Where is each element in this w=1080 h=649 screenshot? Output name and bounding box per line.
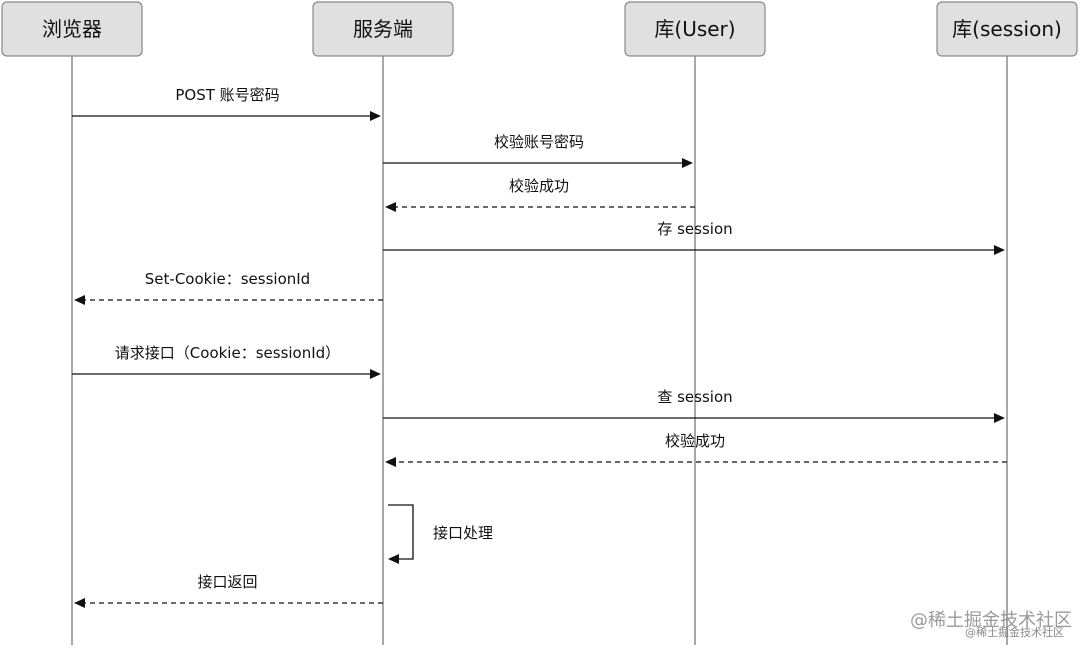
message-7: 查 session [383, 388, 1005, 423]
actor-label: 浏览器 [42, 17, 102, 41]
actor-session-db: 库(session) [936, 1, 1078, 57]
watermark: @稀土掘金技术社区 [910, 610, 1072, 631]
arrowhead [74, 598, 85, 608]
arrowhead [682, 158, 693, 168]
actor-browser: 浏览器 [1, 1, 143, 57]
message-label: 校验账号密码 [494, 133, 584, 151]
message-label: 接口返回 [197, 573, 257, 591]
arrowhead [370, 111, 381, 121]
message-1: POST 账号密码 [72, 86, 381, 121]
message-label: Set-Cookie：sessionId [145, 270, 310, 288]
self-call-line [388, 504, 414, 560]
arrowhead [385, 202, 396, 212]
message-4: 存 session [383, 220, 1005, 255]
actor-box [312, 1, 454, 57]
arrowhead [994, 413, 1005, 423]
message-3: 校验成功 [385, 177, 695, 212]
actor-label: 库(session) [952, 17, 1062, 41]
message-label: 校验成功 [509, 177, 569, 195]
actor-user-db: 库(User) [624, 1, 766, 57]
message-8: 校验成功 [385, 432, 1007, 467]
arrowhead [385, 457, 396, 467]
message-label: 存 session [657, 220, 732, 238]
actor-server: 服务端 [312, 1, 454, 57]
arrowhead [370, 369, 381, 379]
message-9: 接口处理 [388, 504, 493, 564]
actor-box [936, 1, 1078, 57]
message-6: 请求接口（Cookie：sessionId） [72, 344, 381, 379]
message-label: 校验成功 [665, 432, 725, 450]
message-10: 接口返回 [74, 573, 383, 608]
actor-label: 库(User) [654, 17, 735, 41]
arrowhead [994, 245, 1005, 255]
message-2: 校验账号密码 [383, 133, 693, 168]
arrowhead [74, 295, 85, 305]
message-label: 接口处理 [433, 524, 493, 542]
actor-box [624, 1, 766, 57]
message-label: 请求接口（Cookie：sessionId） [115, 344, 340, 362]
arrowhead [388, 554, 399, 564]
actor-label: 服务端 [353, 17, 413, 41]
message-label: 查 session [657, 388, 732, 406]
message-5: Set-Cookie：sessionId [74, 270, 383, 305]
message-label: POST 账号密码 [175, 86, 279, 104]
watermark-small: @稀土掘金技术社区 [965, 625, 1064, 639]
actor-box [1, 1, 143, 57]
